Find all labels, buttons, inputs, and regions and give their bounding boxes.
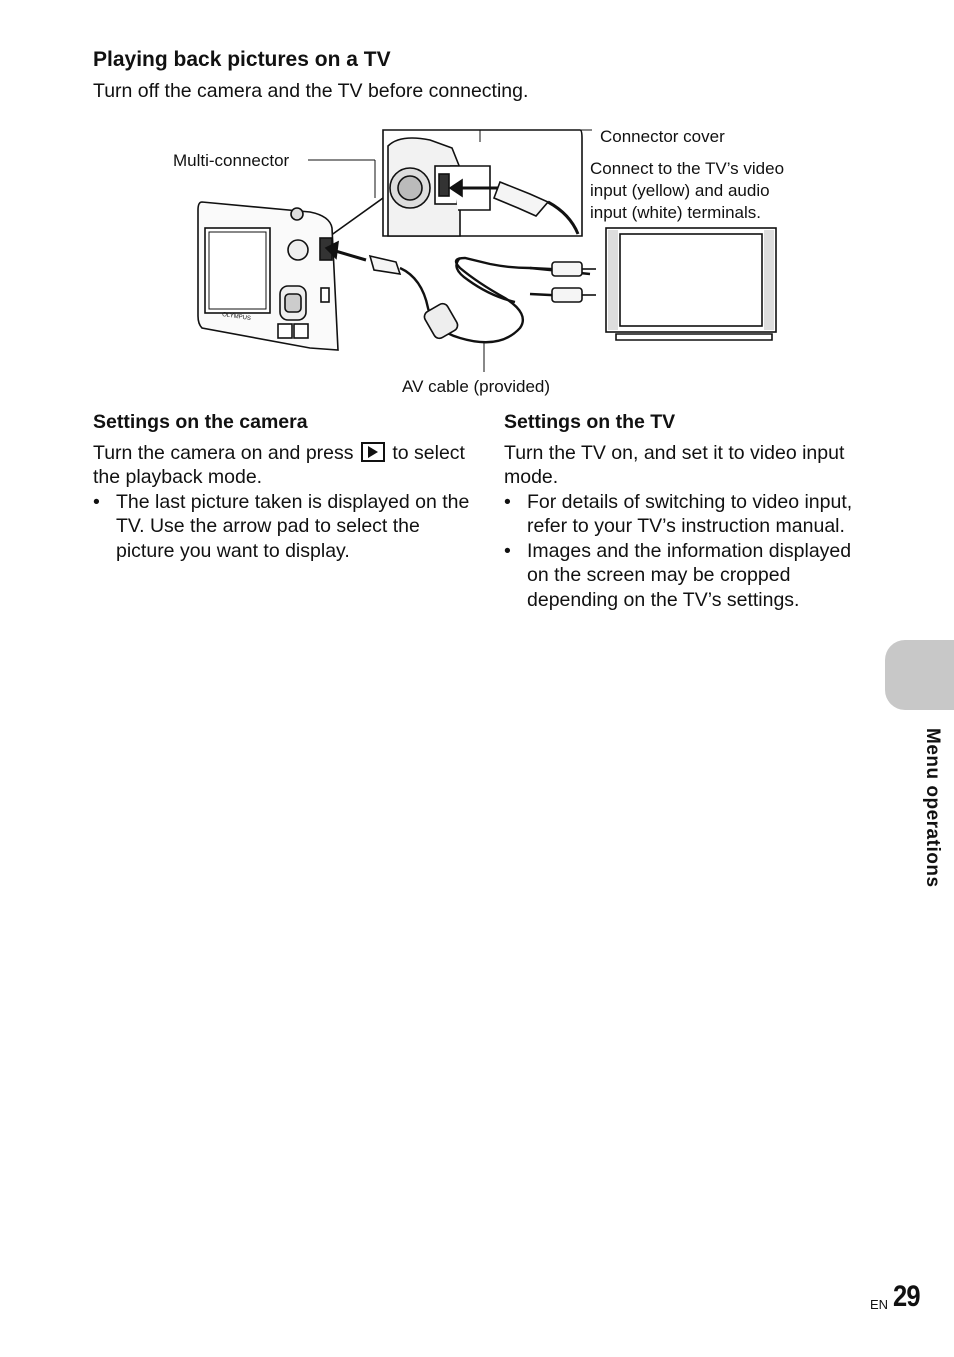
rca-plug-white	[551, 287, 596, 303]
chapter-label: Menu operations	[866, 728, 954, 928]
camera-bullet-list: •The last picture taken is displayed on …	[93, 490, 473, 564]
camera-settings-heading: Settings on the camera	[93, 411, 308, 433]
label-connect-line3: input (white) terminals.	[590, 203, 762, 222]
label-multi-connector: Multi-connector	[173, 151, 290, 170]
tv-settings-heading: Settings on the TV	[504, 411, 676, 433]
chapter-tab	[885, 640, 954, 710]
tv-bullet-list: •For details of switching to video input…	[504, 490, 864, 613]
tv-settings-section: Settings on the TV Turn the TV on, and s…	[504, 410, 864, 612]
intro-text: Turn off the camera and the TV before co…	[93, 80, 529, 102]
main-arrow	[331, 248, 367, 262]
label-connect-line1: Connect to the TV’s video	[590, 159, 785, 178]
tv-set	[605, 227, 777, 341]
page-number: 29	[893, 1280, 921, 1313]
camera-tv-diagram: OLYMPUS	[197, 129, 777, 372]
inset-plug	[492, 180, 550, 217]
list-item: •The last picture taken is displayed on …	[93, 490, 470, 562]
camera-settings-section: Settings on the camera Turn the camera o…	[93, 410, 473, 563]
list-item: •Images and the information displayed on…	[504, 539, 852, 611]
label-connect-line2: input (yellow) and audio	[590, 181, 770, 200]
connection-illustration: OLYMPUS	[160, 118, 820, 408]
camera-text-after: to select the playback mode.	[93, 441, 465, 489]
camera-settings-text: Turn the camera on and press to select t…	[93, 441, 473, 490]
playback-button-icon	[360, 441, 385, 462]
leader-connector-cover	[479, 129, 592, 142]
brand-text: OLYMPUS	[222, 312, 251, 322]
camera-text-before: Turn the camera on and press	[93, 441, 354, 464]
main-plug	[368, 254, 402, 275]
label-av-cable: AV cable (provided)	[402, 377, 551, 396]
chapter-label-text: Menu operations	[922, 728, 943, 888]
list-item: •For details of switching to video input…	[504, 490, 853, 538]
rca-plug-yellow	[551, 261, 596, 277]
section-heading: Playing back pictures on a TV	[93, 48, 391, 71]
ferrite-core	[423, 302, 459, 340]
footer-lang: EN	[870, 1297, 889, 1312]
tv-settings-text: Turn the TV on, and set it to video inpu…	[504, 441, 845, 489]
label-connector-cover: Connector cover	[600, 127, 725, 146]
